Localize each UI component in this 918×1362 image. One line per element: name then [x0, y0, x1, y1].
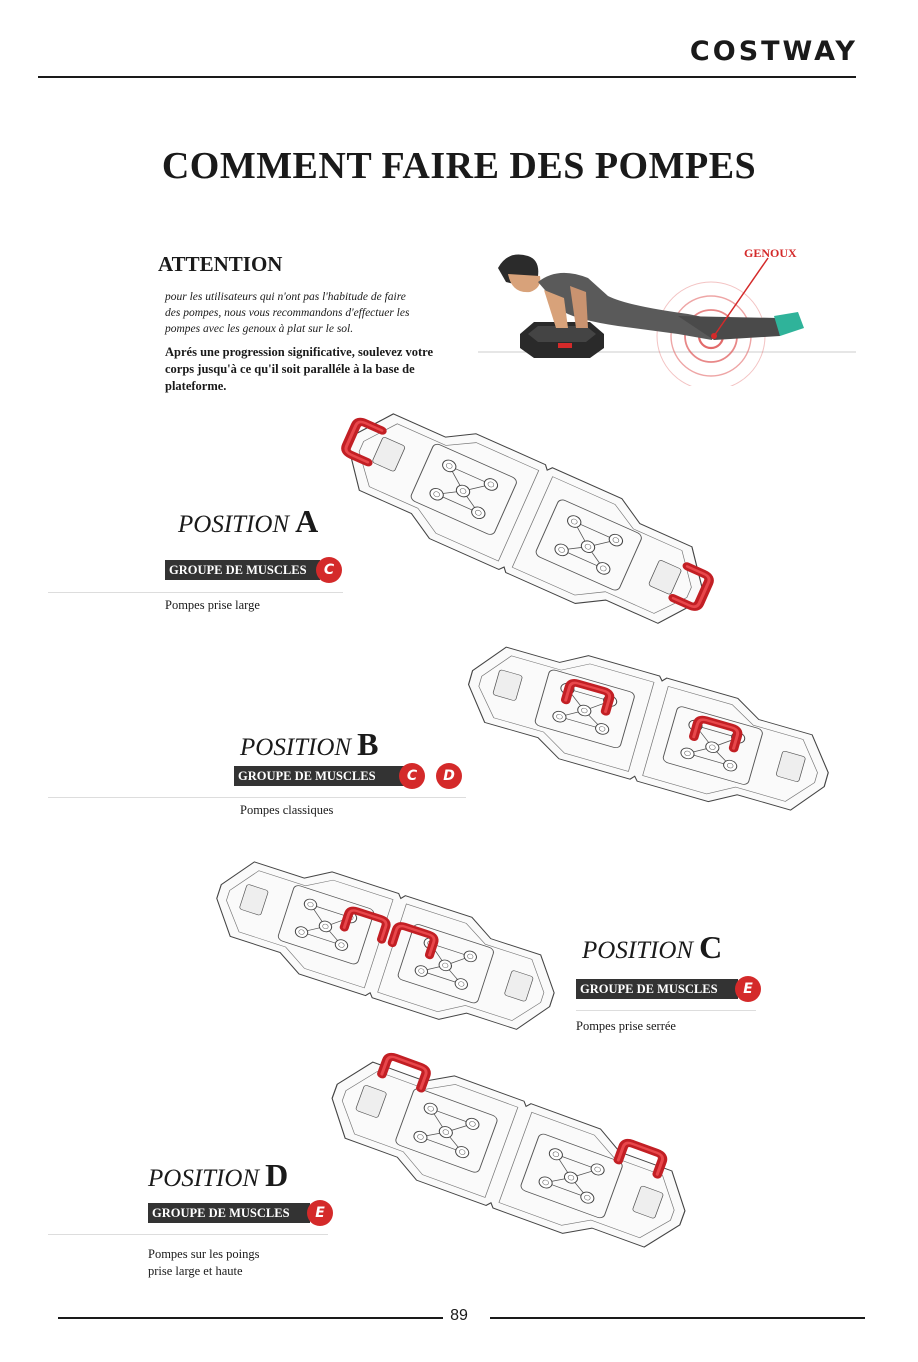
attention-bold-line: plateforme. [165, 379, 227, 393]
board-illustration-a [330, 400, 720, 640]
attention-bold-text: Aprés une progression significative, sou… [165, 344, 460, 395]
attention-italic-line: pour les utilisateurs qui n'ont pas l'ha… [165, 291, 406, 303]
page-title: COMMENT FAIRE DES POMPES [161, 145, 757, 187]
muscle-badge: E [307, 1200, 333, 1226]
position-c-divider [576, 1010, 756, 1011]
knee-pushup-illustration: GENOUX [478, 246, 856, 386]
position-letter: D [265, 1157, 289, 1193]
attention-bold-line: corps jusqu'à ce qu'il soit paralléle à … [165, 362, 415, 376]
muscle-badge: C [316, 557, 342, 583]
position-d-caption: Pompes sur les poings prise large et hau… [148, 1246, 259, 1280]
muscle-badge: E [735, 976, 761, 1002]
position-label: POSITION [240, 734, 352, 761]
board-illustration-b [458, 630, 838, 830]
attention-bold-line: Aprés une progression significative, sou… [165, 345, 434, 359]
muscle-badge: C [399, 763, 425, 789]
position-c-caption: Pompes prise serrée [576, 1019, 676, 1033]
attention-heading: ATTENTION [158, 252, 283, 276]
attention-italic-line: pompes avec les genoux à plat sur le sol… [165, 323, 354, 335]
attention-italic-text: pour les utilisateurs qui n'ont pas l'ha… [165, 289, 455, 337]
header-rule [38, 76, 856, 78]
footer-rule-left [58, 1317, 443, 1319]
caption-line: prise large et haute [148, 1264, 243, 1278]
person-figure [498, 254, 804, 340]
pushup-platform-icon [520, 322, 604, 358]
footer-rule-right [490, 1317, 865, 1319]
muscle-badge: D [436, 763, 462, 789]
position-a-caption: Pompes prise large [165, 598, 260, 612]
position-label: POSITION [178, 511, 290, 538]
position-b-divider [48, 797, 466, 798]
page-number: 89 [450, 1307, 468, 1324]
position-d-divider [48, 1234, 328, 1235]
board-illustration-d [318, 1046, 698, 1266]
muscle-group-label: GROUPE DE MUSCLES [165, 560, 320, 580]
muscle-group-label: GROUPE DE MUSCLES [234, 766, 406, 786]
muscle-group-label: GROUPE DE MUSCLES [576, 979, 738, 999]
attention-italic-line: des pompes, nous vous recommandons d'eff… [165, 307, 410, 319]
position-b-caption: Pompes classiques [240, 803, 334, 817]
position-letter: B [357, 726, 379, 762]
position-letter: C [699, 929, 723, 965]
position-a-divider [48, 592, 343, 593]
position-label: POSITION [148, 1165, 260, 1192]
position-label: POSITION [582, 937, 694, 964]
brand-logo: COSTWAY [689, 36, 858, 67]
muscle-group-label: GROUPE DE MUSCLES [148, 1203, 310, 1223]
board-illustration-c [201, 842, 570, 1052]
genoux-label: GENOUX [744, 246, 797, 260]
position-letter: A [295, 503, 319, 539]
caption-line: Pompes sur les poings [148, 1247, 260, 1261]
